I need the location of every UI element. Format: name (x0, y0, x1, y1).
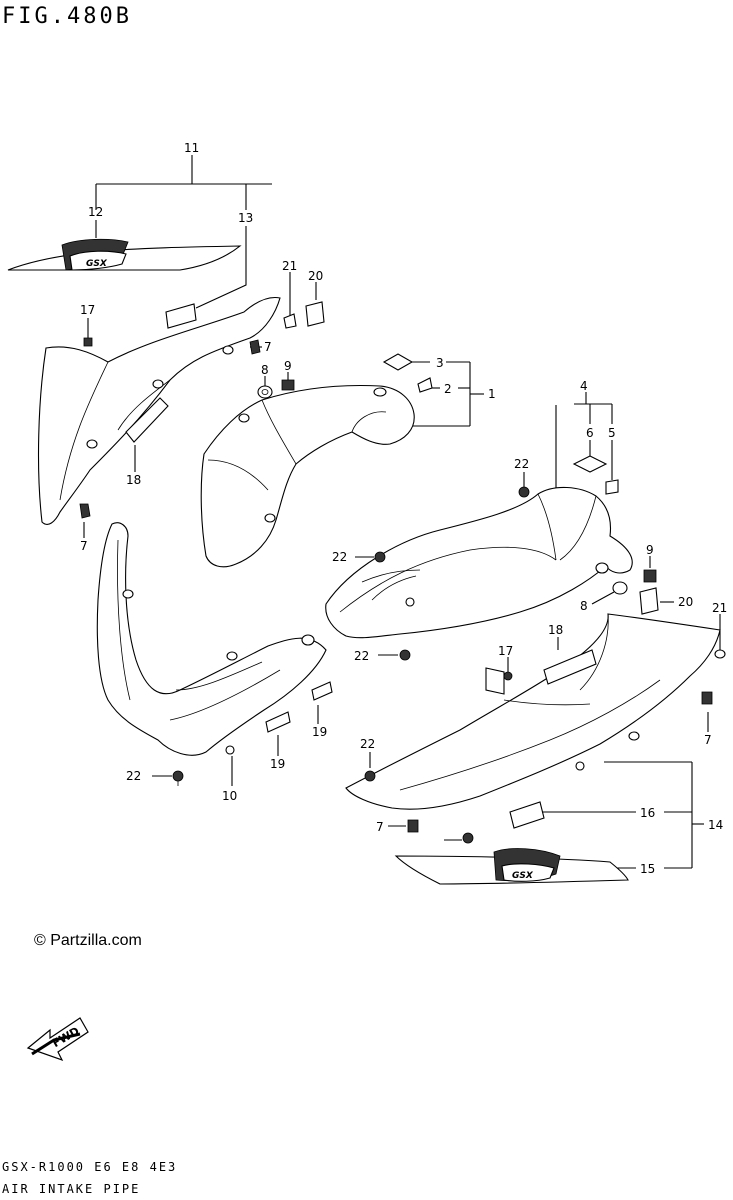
callout-8-top: 8 (261, 363, 269, 377)
screw-17-right (485, 667, 513, 695)
decal-18-right (543, 649, 597, 685)
air-intake-pipe-upper (200, 384, 415, 568)
pad-20-right (639, 587, 659, 615)
seal-3 (382, 353, 414, 371)
callout-20-right: 20 (678, 595, 693, 609)
callout-17-top: 17 (80, 303, 95, 317)
callout-labels: 11 12 13 21 20 17 7 9 8 3 2 1 18 7 4 6 5… (80, 141, 727, 876)
callout-13: 13 (238, 211, 253, 225)
fwd-arrow: FWD (26, 1017, 89, 1062)
seal-5 (605, 479, 619, 495)
callout-11: 11 (184, 141, 199, 155)
callout-16: 16 (640, 806, 655, 820)
callout-22-top: 22 (514, 457, 529, 471)
callout-22-mid: 22 (332, 550, 347, 564)
screw-22-mid (374, 551, 386, 563)
decal-16 (509, 801, 545, 829)
air-intake-pipe-main (325, 486, 633, 639)
callout-20-top: 20 (308, 269, 323, 283)
callout-3: 3 (436, 356, 444, 370)
lower-cowl-right (345, 613, 721, 810)
callout-18-left: 18 (126, 473, 141, 487)
callout-5: 5 (608, 426, 616, 440)
callout-9-right: 9 (646, 543, 654, 557)
callout-14: 14 (708, 818, 723, 832)
copyright-notice: © Partzilla.com (34, 932, 142, 949)
pad-20-top (305, 301, 325, 327)
leader-lines (83, 155, 721, 869)
callout-1: 1 (488, 387, 496, 401)
clip-7-left (79, 503, 91, 519)
callout-7-right: 7 (704, 733, 712, 747)
screw-17-top (83, 337, 93, 347)
decal-13 (165, 303, 197, 329)
decal-18-left (125, 397, 169, 443)
decal-15: GSX (394, 848, 629, 885)
callout-18-right: 18 (548, 623, 563, 637)
callout-19-upper: 19 (312, 725, 327, 739)
screw-10 (225, 745, 235, 755)
callout-22-left: 22 (126, 769, 141, 783)
grommet-8-top (257, 385, 273, 399)
clip-7-top (249, 339, 261, 355)
callout-21-right: 21 (712, 601, 727, 615)
callout-22-center: 22 (354, 649, 369, 663)
nut-9-top (281, 379, 295, 391)
seal-6 (572, 455, 608, 473)
screw-22-bottom (462, 832, 474, 844)
callout-6: 6 (586, 426, 594, 440)
decal-19-upper (311, 681, 333, 701)
clip-7-bottom (407, 819, 419, 833)
grommet-21-top (283, 313, 297, 329)
svg-text:GSX: GSX (86, 259, 108, 269)
callout-7-left: 7 (80, 539, 88, 553)
callout-7-bottom: 7 (376, 820, 384, 834)
screw-22-lower (364, 770, 376, 782)
upper-cowl-left (37, 296, 281, 525)
callout-17-right: 17 (498, 644, 513, 658)
callout-8-right: 8 (580, 599, 588, 613)
callout-22-lower: 22 (360, 737, 375, 751)
decal-19-lower (265, 711, 291, 733)
screw-22-left (172, 770, 184, 786)
decal-12: GSX (7, 238, 242, 271)
figure-title: FIG.480B (2, 4, 132, 29)
model-code: GSX-R1000 E6 E8 4E3 (2, 1160, 178, 1174)
diagram-name: AIR INTAKE PIPE (2, 1182, 141, 1196)
clip-7-right (701, 691, 713, 705)
nut-9-right (643, 569, 657, 583)
grommet-8-right (612, 581, 628, 595)
callout-7-top: 7 (264, 340, 272, 354)
callout-4: 4 (580, 379, 588, 393)
lower-cowl-left (96, 522, 327, 756)
callout-2: 2 (444, 382, 452, 396)
callout-10: 10 (222, 789, 237, 803)
seal-2 (417, 377, 433, 393)
screw-22-center (399, 649, 411, 661)
callout-15: 15 (640, 862, 655, 876)
callout-21-top: 21 (282, 259, 297, 273)
grommet-21-right (714, 649, 726, 659)
svg-text:GSX: GSX (512, 871, 534, 881)
screw-22-top (518, 486, 530, 498)
callout-19-lower: 19 (270, 757, 285, 771)
callout-9-top: 9 (284, 359, 292, 373)
callout-12: 12 (88, 205, 103, 219)
